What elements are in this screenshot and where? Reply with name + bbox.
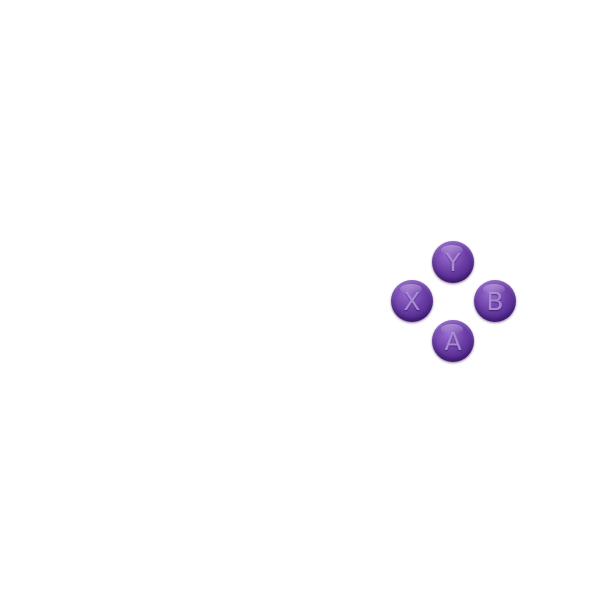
b-button-label: B bbox=[486, 286, 504, 316]
face-button-cluster: Y X B A bbox=[388, 238, 518, 364]
b-button[interactable]: B bbox=[474, 280, 516, 322]
a-button[interactable]: A bbox=[432, 320, 474, 362]
x-button-label: X bbox=[403, 286, 421, 316]
x-button[interactable]: X bbox=[391, 280, 433, 322]
y-button[interactable]: Y bbox=[432, 241, 474, 283]
y-button-label: Y bbox=[445, 247, 461, 277]
a-button-label: A bbox=[444, 326, 462, 356]
